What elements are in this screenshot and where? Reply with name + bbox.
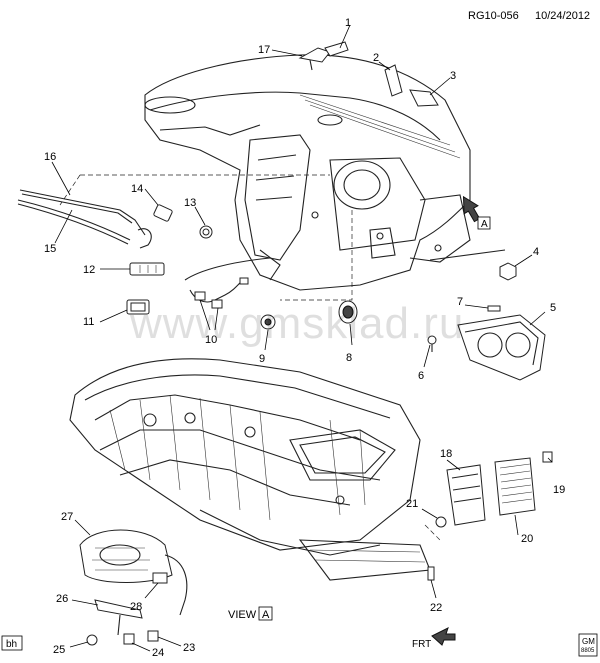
part-2-clip — [384, 64, 403, 97]
part-23-clip — [147, 630, 159, 642]
callout-layer: 1 17 2 3 16 15 14 13 12 11 10 9 — [44, 17, 565, 659]
part-11-switch — [126, 299, 150, 315]
part-26-bracket — [94, 599, 143, 636]
part-5-instrument-cluster — [457, 314, 546, 381]
part-24-clip — [123, 633, 135, 645]
callout-20: 20 — [521, 533, 533, 545]
callout-22: 22 — [430, 602, 442, 614]
part-21-nut — [435, 516, 447, 528]
part-8-switch — [338, 300, 358, 324]
callout-1: 1 — [345, 17, 351, 29]
callout-16: 16 — [44, 151, 56, 163]
part-16-trim-strip — [19, 189, 146, 236]
callout-2: 2 — [373, 52, 379, 64]
callout-21: 21 — [406, 498, 418, 510]
callout-18: 18 — [440, 448, 452, 460]
part-7-screw — [487, 305, 501, 312]
part-9-sensor — [260, 314, 276, 330]
callout-27: 27 — [61, 511, 73, 523]
part-25-nut — [86, 634, 98, 646]
callout-5: 5 — [550, 302, 556, 314]
corner-tag-right: GM 8805 — [578, 633, 598, 657]
part-27-module — [79, 529, 188, 616]
corner-tag-left-text: bh — [6, 639, 17, 650]
callout-15: 15 — [44, 243, 56, 255]
callout-26: 26 — [56, 593, 68, 605]
view-label-letter: A — [262, 609, 270, 621]
part-12-switch — [129, 262, 165, 276]
part-17-bracket — [298, 47, 331, 71]
part-18-bracket — [446, 464, 486, 526]
callout-17: 17 — [258, 44, 270, 56]
part-6-screw — [427, 335, 437, 352]
part-13-grommet — [199, 225, 213, 239]
lower-instrument-panel-carrier — [69, 358, 431, 581]
part-1-clip — [324, 41, 349, 57]
part-15-trim-strip — [17, 199, 152, 249]
callout-6: 6 — [418, 370, 424, 382]
view-a-arrow: A — [462, 195, 491, 230]
part-10-wiring-harness — [184, 257, 271, 309]
callout-9: 9 — [259, 353, 265, 365]
callout-7: 7 — [457, 296, 463, 308]
diagram-date: 10/24/2012 — [535, 10, 590, 22]
view-a-marker-letter: A — [481, 219, 488, 230]
part-14-clip — [153, 204, 173, 222]
upper-instrument-panel — [144, 54, 471, 291]
callout-28: 28 — [130, 601, 142, 613]
callout-8: 8 — [346, 352, 352, 364]
callout-11: 11 — [83, 316, 94, 328]
diagram-reference-code: RG10-056 — [468, 10, 519, 22]
part-28-connector — [152, 572, 168, 584]
part-4-nut — [429, 249, 517, 281]
watermark-text: www.gmsklad.ru — [129, 299, 464, 348]
callout-19: 19 — [553, 484, 565, 496]
callout-23: 23 — [183, 642, 195, 654]
callout-13: 13 — [184, 197, 196, 209]
corner-tag-right-line2: 8805 — [581, 648, 595, 654]
view-label-prefix: VIEW — [228, 609, 257, 621]
part-20-module — [494, 457, 536, 516]
callout-25: 25 — [53, 644, 65, 656]
callout-10: 10 — [205, 334, 217, 346]
corner-tag-left: bh — [1, 635, 23, 651]
callout-12: 12 — [83, 264, 95, 276]
part-3-bracket — [409, 89, 439, 107]
front-arrow: FRT — [412, 627, 456, 650]
part-22-screw — [427, 566, 435, 581]
callout-14: 14 — [131, 183, 143, 195]
callout-3: 3 — [450, 70, 456, 82]
callout-24: 24 — [152, 647, 164, 659]
corner-tag-right-line1: GM — [582, 637, 595, 646]
view-a-label: VIEW A — [228, 606, 273, 621]
front-arrow-label: FRT — [412, 639, 431, 650]
callout-4: 4 — [533, 246, 539, 258]
